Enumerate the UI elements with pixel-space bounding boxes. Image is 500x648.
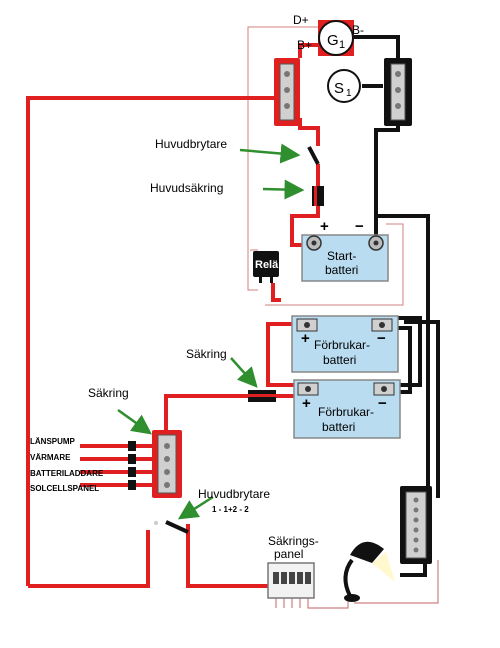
- start-battery-line2: batteri: [325, 263, 358, 277]
- consumer-battery-2-line2: batteri: [322, 420, 355, 434]
- consumer-battery-2-minus: −: [378, 395, 387, 412]
- arrow-fuse-left: [117, 408, 153, 435]
- arrow-fuse-mid: [230, 357, 258, 388]
- fuse-panel-label-line2: panel: [274, 547, 303, 561]
- label-fuse-left: Säkring: [88, 386, 129, 400]
- generator-b-plus-label: B+: [297, 38, 312, 52]
- starter-s1: S 1: [327, 69, 361, 103]
- starter-symbol: [327, 69, 361, 103]
- label-fuse-mid: Säkring: [186, 347, 227, 361]
- generator-letter: G: [327, 32, 339, 49]
- panel-wires: [275, 560, 439, 609]
- annotation-arrows: [117, 143, 305, 520]
- relay: Relä: [253, 251, 279, 283]
- arrow-main-fuse: [262, 179, 305, 200]
- relay-label: Relä: [255, 259, 279, 271]
- label-main-switch-bottom: Huvudbrytare: [198, 487, 270, 501]
- thin-wires: [247, 26, 404, 306]
- main-switch-top: [307, 146, 320, 165]
- starter-subscript: 1: [346, 88, 352, 99]
- negative-terminal-block: [384, 58, 412, 126]
- generator-symbol: [318, 20, 354, 56]
- start-battery-line1: Start-: [327, 249, 356, 263]
- red-wires: [26, 43, 320, 588]
- label-main-switch-top: Huvudbrytare: [155, 137, 227, 151]
- arrow-main-switch-top: [239, 143, 301, 164]
- fuse-panel: Säkrings- panel: [267, 534, 319, 599]
- consumer-battery-1-line1: Förbrukar-: [314, 338, 370, 352]
- start-battery-minus: −: [355, 218, 364, 235]
- consumer-label-bilge-pump: LÄNSPUMP: [30, 437, 76, 446]
- start-battery-plus: +: [320, 218, 329, 235]
- fuse-block-left: [128, 430, 182, 498]
- consumer-battery-1-plus: +: [301, 330, 310, 347]
- consumer-battery-1: + − Förbrukar- batteri: [291, 315, 399, 373]
- consumer-label-heater: VÄRMARE: [30, 453, 71, 462]
- consumer-battery-2: + − Förbrukar- batteri: [293, 379, 401, 439]
- consumer-battery-2-plus: +: [302, 395, 311, 412]
- negative-bus-bar: [400, 486, 432, 564]
- consumer-battery-1-line2: batteri: [323, 353, 356, 367]
- lamp-icon: [343, 541, 395, 602]
- consumer-battery-2-line1: Förbrukar-: [318, 405, 374, 419]
- label-main-fuse: Huvudsäkring: [150, 181, 223, 195]
- arrow-main-switch-bottom: [177, 495, 214, 520]
- main-switch-bottom: [154, 520, 189, 534]
- consumer-label-solar-panel: SOLCELLSPANEL: [30, 484, 99, 493]
- label-switch-positions: 1 - 1+2 - 2: [212, 505, 249, 514]
- fuse-panel-label-line1: Säkrings-: [268, 534, 319, 548]
- positive-terminal-block: [274, 58, 300, 126]
- consumer-battery-1-minus: −: [377, 330, 386, 347]
- generator-g1: G 1 D+ B+ B-: [293, 13, 364, 56]
- generator-b-minus-label: B-: [352, 23, 364, 37]
- starter-letter: S: [334, 80, 344, 97]
- consumer-label-charger: BATTERILADDARE: [30, 469, 104, 478]
- fuse-mid: [248, 390, 276, 402]
- generator-d-plus-label: D+: [293, 13, 309, 27]
- generator-subscript: 1: [339, 39, 345, 51]
- main-fuse: [312, 186, 324, 206]
- start-battery: + − Start- batteri: [301, 218, 389, 282]
